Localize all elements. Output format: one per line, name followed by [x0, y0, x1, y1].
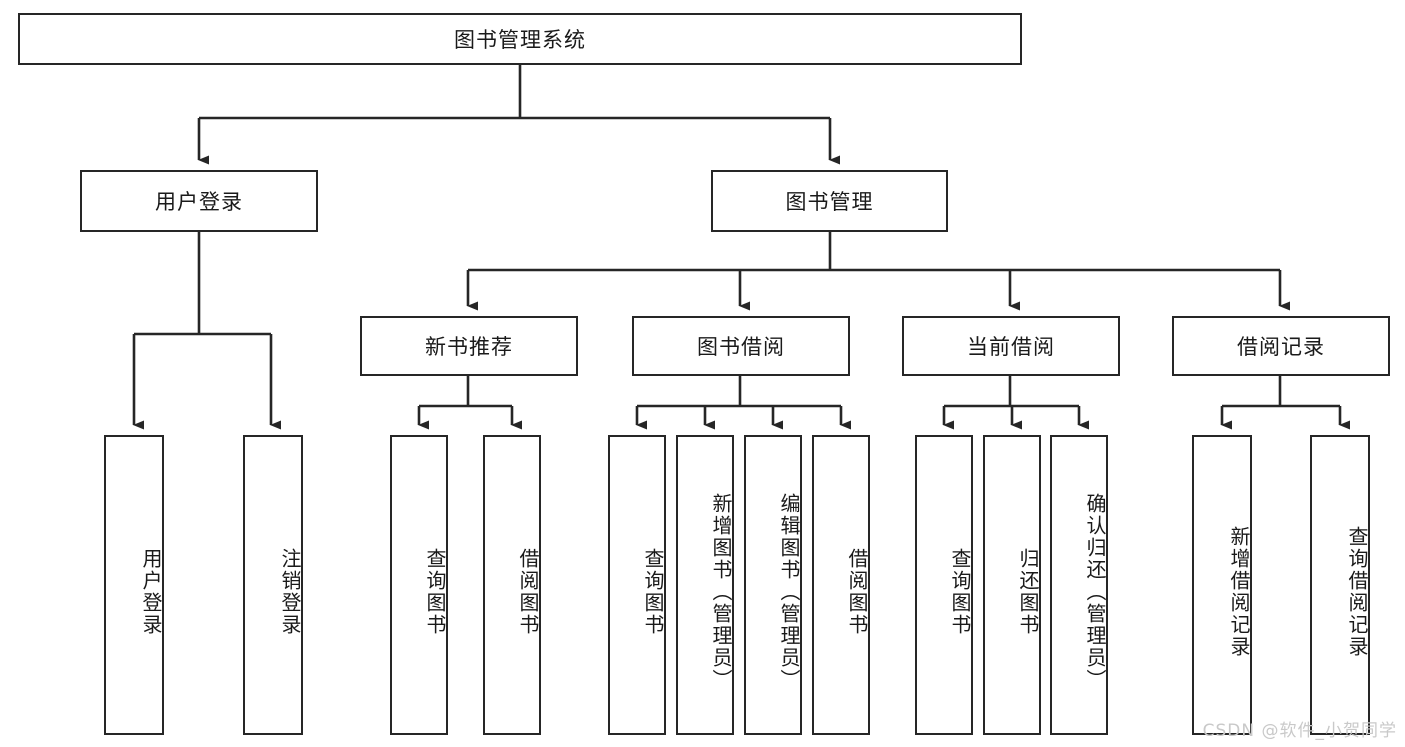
node-leaf-current-query-book[interactable]: 查询图书 — [915, 435, 973, 735]
node-book-manage[interactable]: 图书管理 — [711, 170, 948, 232]
node-book-borrow[interactable]: 图书借阅 — [632, 316, 850, 376]
node-leaf-current-return-book[interactable]: 归还图书 — [983, 435, 1041, 735]
node-leaf-borrow-edit-book[interactable]: 编辑图书（管理员） — [744, 435, 802, 735]
node-new-book-recommend[interactable]: 新书推荐 — [360, 316, 578, 376]
node-leaf-recommend-borrow-book[interactable]: 借阅图书 — [483, 435, 541, 735]
csdn-watermark: CSDN @软件_小贺同学 — [1202, 721, 1397, 741]
node-leaf-borrow-borrow-book[interactable]: 借阅图书 — [812, 435, 870, 735]
node-root[interactable]: 图书管理系统 — [18, 13, 1022, 65]
node-leaf-record-add[interactable]: 新增借阅记录 — [1192, 435, 1252, 735]
node-leaf-user-logout[interactable]: 注销登录 — [243, 435, 303, 735]
node-leaf-user-login[interactable]: 用户登录 — [104, 435, 164, 735]
node-current-borrow[interactable]: 当前借阅 — [902, 316, 1120, 376]
node-leaf-borrow-query-book[interactable]: 查询图书 — [608, 435, 666, 735]
node-user-login[interactable]: 用户登录 — [80, 170, 318, 232]
node-leaf-current-confirm-return[interactable]: 确认归还（管理员） — [1050, 435, 1108, 735]
node-leaf-record-query[interactable]: 查询借阅记录 — [1310, 435, 1370, 735]
node-borrow-record[interactable]: 借阅记录 — [1172, 316, 1390, 376]
node-leaf-recommend-query-book[interactable]: 查询图书 — [390, 435, 448, 735]
node-leaf-borrow-add-book[interactable]: 新增图书（管理员） — [676, 435, 734, 735]
